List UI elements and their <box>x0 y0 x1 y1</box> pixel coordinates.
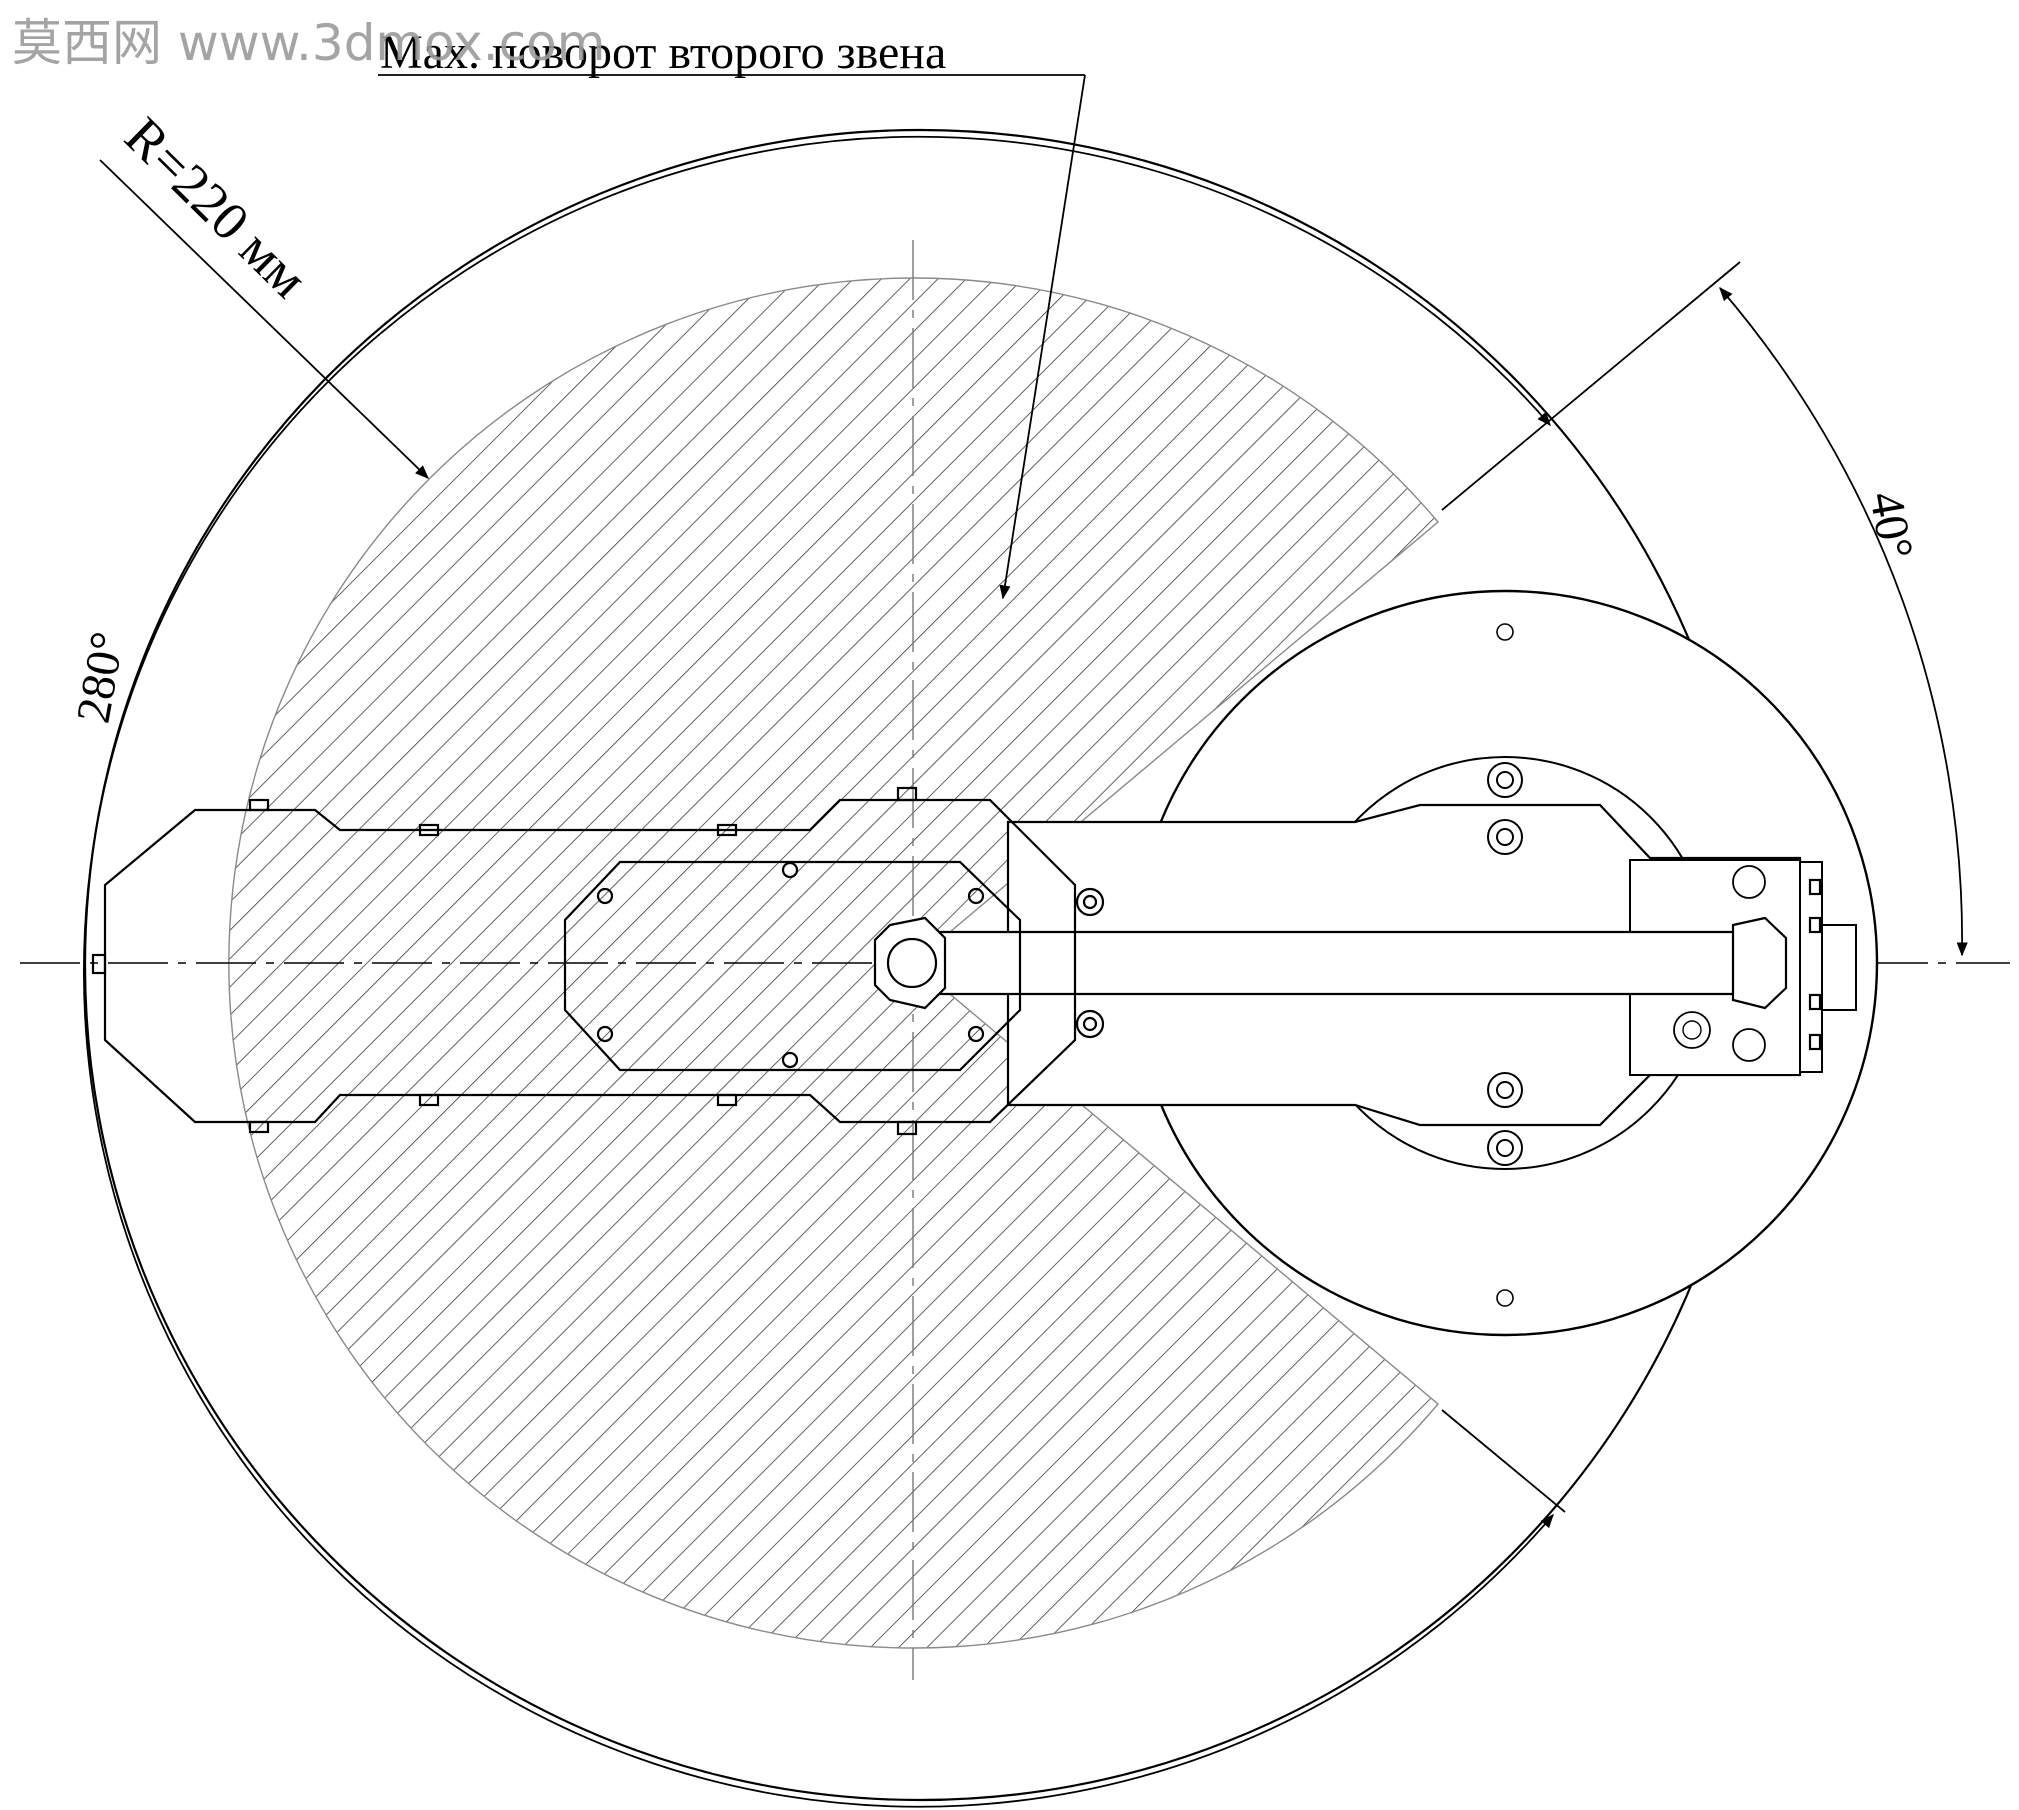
angle-dimension-arcs <box>83 135 1968 1808</box>
watermark-text: 莫西网 www.3dmox.com <box>12 14 605 72</box>
shaft-tube <box>903 916 1788 1010</box>
radius-label: R=220 мм <box>114 106 320 310</box>
callout-leader <box>378 74 1086 600</box>
radius-leader <box>99 159 430 479</box>
base-bolts <box>1487 762 1523 1166</box>
second-link <box>91 786 1105 1136</box>
joint-nut <box>873 916 947 1010</box>
angle-40-label: 40° <box>1859 488 1923 563</box>
callout-title: Max. поворот второго звена <box>380 26 946 79</box>
